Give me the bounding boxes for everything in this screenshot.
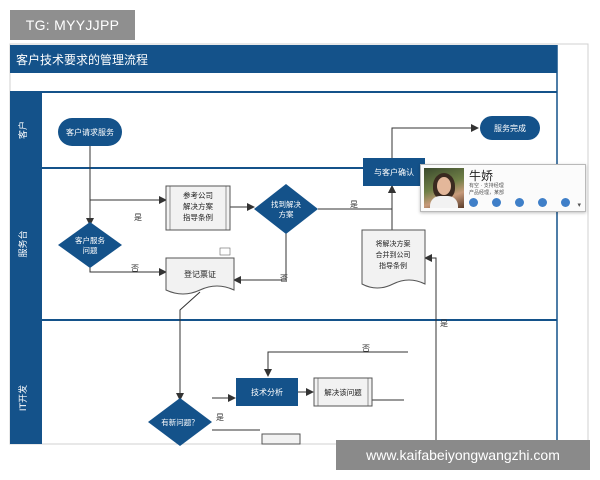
document-merge-solution [361, 229, 426, 289]
contact-title: 产品经理，某部 [469, 190, 505, 196]
comment-icon [219, 247, 231, 256]
reference-line1: 参考公司 [183, 190, 213, 200]
chevron-down-icon[interactable]: ▾ [577, 201, 581, 209]
calendar-icon[interactable] [561, 198, 570, 207]
decision-label-line1: 客户服务 [75, 235, 105, 245]
edge-label-no: 否 [362, 344, 370, 353]
title-bar [10, 45, 557, 73]
message-icon[interactable] [469, 198, 478, 207]
contact-name: 牛娇 [469, 169, 494, 183]
edge-label-yes: 是 [216, 413, 224, 422]
tech-analysis-label: 技术分析 [251, 387, 283, 397]
resolve-label: 解决该问题 [324, 387, 362, 397]
lane-label-service-desk: 服务台 [17, 230, 29, 257]
decision-new-issue [148, 398, 212, 446]
decision-find-solution [254, 184, 318, 234]
find-solution-line2: 方案 [279, 209, 294, 219]
mail-icon[interactable] [538, 198, 547, 207]
avatar [424, 168, 464, 208]
video-icon[interactable] [515, 198, 524, 207]
end-node-label: 服务完成 [494, 123, 526, 133]
merge-line1: 将解决方案 [376, 239, 411, 248]
find-solution-line1: 找到解决 [271, 199, 301, 209]
register-label: 登记票证 [184, 269, 216, 279]
decision-customer-service-issue [58, 222, 122, 268]
diagram-title: 客户技术要求的管理流程 [16, 52, 148, 67]
reference-line2: 解决方案 [183, 201, 213, 211]
process-confirm-with-customer [363, 158, 425, 186]
document-register-ticket [165, 257, 235, 295]
document-reference-guidelines [165, 185, 231, 231]
lane-header-column [10, 92, 42, 444]
edge-label-yes: 是 [440, 319, 448, 328]
edge-label-yes: 是 [134, 213, 142, 222]
phone-icon[interactable] [492, 198, 501, 207]
lane-label-customer: 客户 [17, 121, 29, 139]
lane-label-it: IT开发 [17, 385, 29, 411]
confirm-label: 与客户确认 [374, 167, 414, 177]
reference-line3: 指导条例 [183, 212, 213, 222]
start-node-label: 客户请求服务 [66, 127, 114, 137]
new-issue-label: 有新问题？ [161, 417, 199, 427]
edge-label-no: 否 [131, 264, 139, 273]
process-technical-analysis [236, 378, 298, 406]
process-resolve-issue [313, 377, 373, 407]
contact-card[interactable]: 牛娇 有空 · 支持经理 产品经理，某部 ▾ [420, 164, 586, 212]
contact-status: 有空 · 支持经理 [469, 183, 504, 189]
edge-label-yes: 是 [350, 200, 358, 209]
merge-line3: 指导条例 [379, 261, 407, 270]
watermark-url: www.kaifabeiyongwangzhi.com [336, 440, 590, 470]
end-node-service-complete [480, 116, 540, 140]
decision-label-line2: 问题 [83, 246, 98, 255]
process-partial-box [261, 433, 301, 445]
start-node-request-service [58, 118, 122, 146]
tg-badge: TG: MYYJJPP [10, 10, 135, 40]
merge-line2: 合并到公司 [376, 250, 411, 259]
edge-label-no: 否 [280, 274, 288, 283]
